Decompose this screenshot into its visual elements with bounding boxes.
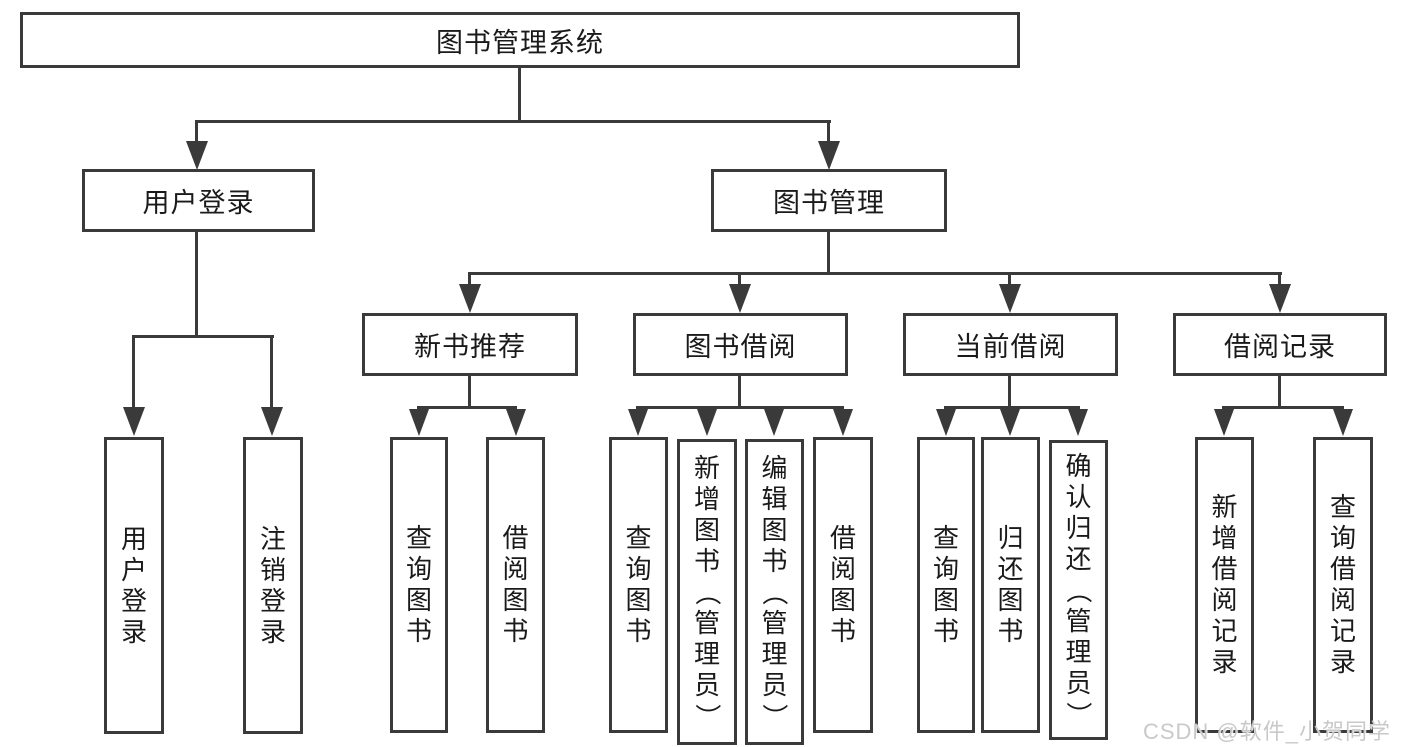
leaf-nb-borrow-books: 借阅图书	[486, 437, 545, 733]
leaf-bb-borrow-books: 借阅图书	[813, 437, 873, 733]
connector-user-login-split	[132, 335, 274, 338]
connector-to-new-book	[468, 272, 471, 286]
arrow-down-icon	[818, 141, 840, 170]
connector-book-borrow-split	[636, 406, 844, 409]
connector-new-book-drop	[468, 374, 471, 407]
arrow-down-icon	[697, 409, 717, 436]
node-current-borrow: 当前借阅	[903, 313, 1118, 376]
connector-user-leaf2	[270, 335, 273, 408]
arrow-down-icon	[506, 409, 526, 436]
arrow-down-icon	[729, 284, 751, 313]
leaf-bb-query-books: 查询图书	[609, 437, 668, 733]
leaf-bb-borrow-books-label: 借阅图书	[829, 523, 856, 646]
node-book-borrow-label: 图书借阅	[684, 332, 797, 362]
leaf-nb-borrow-books-label: 借阅图书	[502, 523, 529, 646]
arrow-down-icon	[764, 409, 784, 436]
leaf-br-add-record-label: 新增借阅记录	[1211, 492, 1238, 677]
arrow-down-icon	[1000, 409, 1020, 436]
node-new-book-recommend: 新书推荐	[362, 313, 578, 376]
connector-book-mgmt-drop	[827, 230, 830, 272]
leaf-br-add-record: 新增借阅记录	[1195, 437, 1254, 733]
node-user-login-label: 用户登录	[142, 188, 255, 218]
connector-user-leaf1	[132, 335, 135, 408]
leaf-br-query-record-label: 查询借阅记录	[1329, 492, 1356, 677]
node-user-login: 用户登录	[82, 169, 315, 232]
node-current-borrow-label: 当前借阅	[954, 332, 1067, 362]
connector-root-trunk	[518, 66, 521, 122]
node-borrow-records-label: 借阅记录	[1224, 332, 1336, 362]
leaf-user-login: 用户登录	[104, 437, 164, 734]
arrow-down-icon	[999, 284, 1021, 313]
node-library-system-label: 图书管理系统	[436, 27, 604, 58]
arrow-down-icon	[936, 409, 956, 436]
arrow-down-icon	[261, 407, 283, 436]
connector-to-user-login	[195, 120, 198, 143]
node-book-management: 图书管理	[711, 169, 947, 232]
connector-book-borrow-drop	[738, 374, 741, 407]
arrow-down-icon	[186, 141, 208, 170]
leaf-cb-confirm-return-admin: 确认归还（管理员）	[1049, 440, 1108, 740]
leaf-logout-label: 注销登录	[259, 523, 286, 647]
leaf-user-login-label: 用户登录	[120, 523, 147, 647]
connector-borrow-records-drop	[1278, 374, 1281, 407]
connector-borrow-records-split	[1222, 406, 1344, 409]
arrow-down-icon	[628, 409, 648, 436]
node-book-management-label: 图书管理	[773, 188, 885, 218]
leaf-cb-return-books: 归还图书	[981, 437, 1040, 733]
arrow-down-icon	[833, 409, 853, 436]
node-borrow-records: 借阅记录	[1173, 313, 1387, 376]
leaf-cb-confirm-return-admin-label: 确认归还（管理员）	[1063, 450, 1094, 728]
leaf-br-query-record: 查询借阅记录	[1313, 437, 1373, 733]
arrow-down-icon	[1269, 284, 1291, 313]
node-library-system: 图书管理系统	[20, 12, 1020, 68]
leaf-logout: 注销登录	[243, 437, 303, 734]
connector-to-book-management	[827, 120, 830, 143]
leaf-nb-query-books-label: 查询图书	[405, 523, 432, 646]
connector-user-login-drop	[195, 230, 198, 335]
connector-level3-split	[468, 272, 1282, 275]
connector-current-borrow-drop	[1008, 374, 1011, 407]
node-book-borrow: 图书借阅	[633, 313, 848, 376]
connector-to-book-borrow	[738, 272, 741, 286]
arrow-down-icon	[459, 284, 481, 313]
leaf-bb-query-books-label: 查询图书	[625, 523, 652, 646]
connector-to-current-borrow	[1008, 272, 1011, 286]
arrow-down-icon	[1214, 409, 1234, 436]
leaf-bb-add-books-admin: 新增图书（管理员）	[677, 439, 737, 745]
arrow-down-icon	[409, 409, 429, 436]
arrow-down-icon	[1068, 409, 1088, 436]
connector-level1-split	[196, 120, 831, 123]
node-new-book-recommend-label: 新书推荐	[414, 332, 526, 362]
arrow-down-icon	[123, 407, 145, 436]
leaf-bb-add-books-admin-label: 新增图书（管理员）	[692, 452, 723, 730]
arrow-down-icon	[1333, 409, 1353, 436]
csdn-watermark: CSDN @软件_小贺同学	[1142, 719, 1391, 744]
leaf-bb-edit-books-admin: 编辑图书（管理员）	[745, 439, 804, 745]
leaf-cb-query-books-label: 查询图书	[932, 523, 959, 646]
leaf-cb-return-books-label: 归还图书	[997, 523, 1024, 646]
connector-current-borrow-split	[944, 406, 1080, 409]
connector-new-book-split	[417, 406, 517, 409]
leaf-bb-edit-books-admin-label: 编辑图书（管理员）	[759, 452, 790, 730]
leaf-nb-query-books: 查询图书	[390, 437, 448, 733]
leaf-cb-query-books: 查询图书	[917, 437, 975, 733]
connector-to-borrow-records	[1278, 272, 1281, 286]
